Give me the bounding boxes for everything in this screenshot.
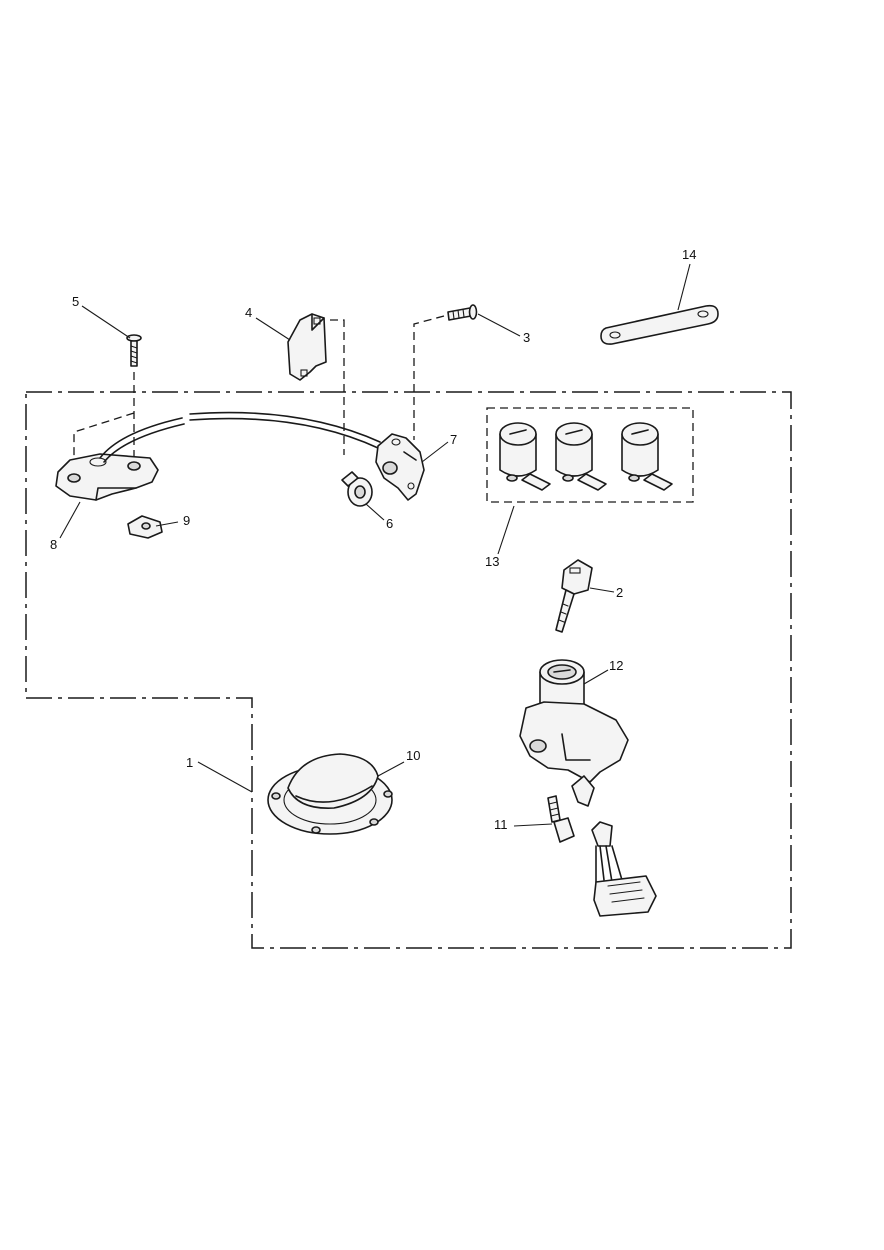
- part-5-screw[interactable]: [126, 334, 142, 367]
- assembly-line-5: [73, 372, 135, 462]
- leader-lines: [59, 263, 691, 827]
- callout-9: 9: [183, 513, 190, 528]
- lock-barrel-a: [499, 422, 551, 491]
- part-7-lever[interactable]: [375, 433, 425, 501]
- assembly-line-4: [330, 319, 345, 455]
- kit-boundary-outline: [25, 391, 792, 949]
- assembly-line-3: [413, 315, 445, 440]
- callout-8: 8: [50, 537, 57, 552]
- callout-11: 11: [494, 817, 508, 832]
- callout-3: 3: [523, 330, 530, 345]
- part-6-collar[interactable]: [341, 471, 373, 507]
- part-2-key[interactable]: [555, 559, 593, 633]
- callout-1: 1: [186, 755, 193, 770]
- ignition-wiring-connector[interactable]: [591, 821, 657, 917]
- part-9-clip[interactable]: [127, 515, 163, 539]
- callout-12: 12: [609, 658, 623, 673]
- part-13-lock-barrel-set[interactable]: [486, 407, 694, 503]
- part-12-ignition-switch[interactable]: [519, 659, 629, 807]
- part-11-screw[interactable]: [547, 795, 575, 843]
- part-14-strap[interactable]: [600, 304, 719, 345]
- part-8-seat-lock[interactable]: [55, 453, 159, 501]
- callout-10: 10: [406, 748, 420, 763]
- lock-barrel-b: [555, 422, 607, 491]
- callout-14: 14: [682, 247, 696, 262]
- part-4-bracket[interactable]: [287, 313, 327, 381]
- part-3-screw[interactable]: [447, 304, 478, 321]
- lock-barrel-c: [621, 422, 673, 491]
- callout-7: 7: [450, 432, 457, 447]
- callout-5: 5: [72, 294, 79, 309]
- part-10-fuel-cap[interactable]: [267, 753, 393, 835]
- callout-4: 4: [245, 305, 252, 320]
- callout-6: 6: [386, 516, 393, 531]
- callout-13: 13: [485, 554, 499, 569]
- seat-lock-cable[interactable]: [99, 411, 381, 463]
- callout-2: 2: [616, 585, 623, 600]
